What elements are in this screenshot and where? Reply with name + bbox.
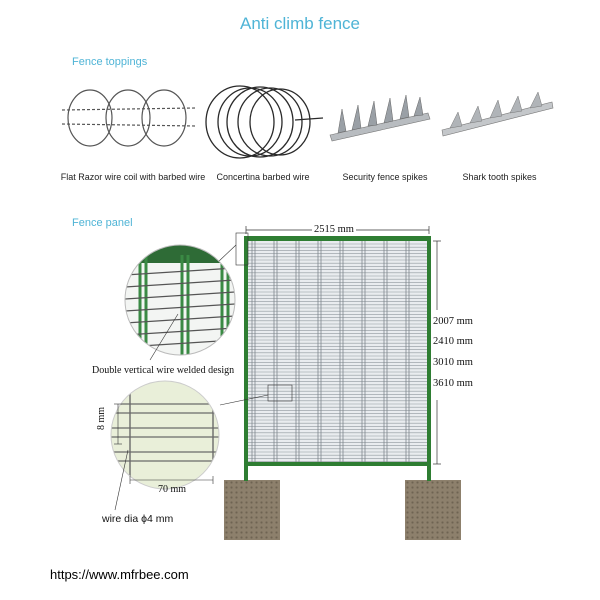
panel-height-label-4: 3610 mm [433,378,473,389]
flat-razor-wire-illustration [61,89,196,147]
topping-caption-security-spikes: Security fence spikes [342,172,428,182]
panel-height-label-1: 2007 mm [433,316,473,327]
topping-caption-shark-tooth: Shark tooth spikes [462,172,537,182]
concertina-wire-illustration [205,85,324,159]
panel-width-label: 2515 mm [312,224,356,235]
mesh-gap-label: 8 mm [96,406,107,430]
footer-url[interactable]: https://www.mfrbee.com [50,567,189,582]
toppings-section-label: Fence toppings [72,56,148,68]
panel-height-label-3: 3010 mm [433,357,473,368]
panel-height-label-2: 2410 mm [433,336,473,347]
security-spikes-illustration [329,94,431,142]
topping-caption-concertina: Concertina barbed wire [216,172,310,182]
concrete-footing-left [224,480,280,540]
panel-section-label: Fence panel [72,217,133,229]
detail-caption: Double vertical wire welded design [92,365,235,376]
concrete-footing-right [405,480,461,540]
wire-diameter-label: wire dia ϕ4 mm [102,513,174,525]
page-title: Anti climb fence [240,14,360,33]
topping-caption-flat-razor: Flat Razor wire coil with barbed wire [60,172,206,182]
mesh-width-label: 70 mm [158,484,187,495]
shark-tooth-spikes-illustration [441,91,554,137]
